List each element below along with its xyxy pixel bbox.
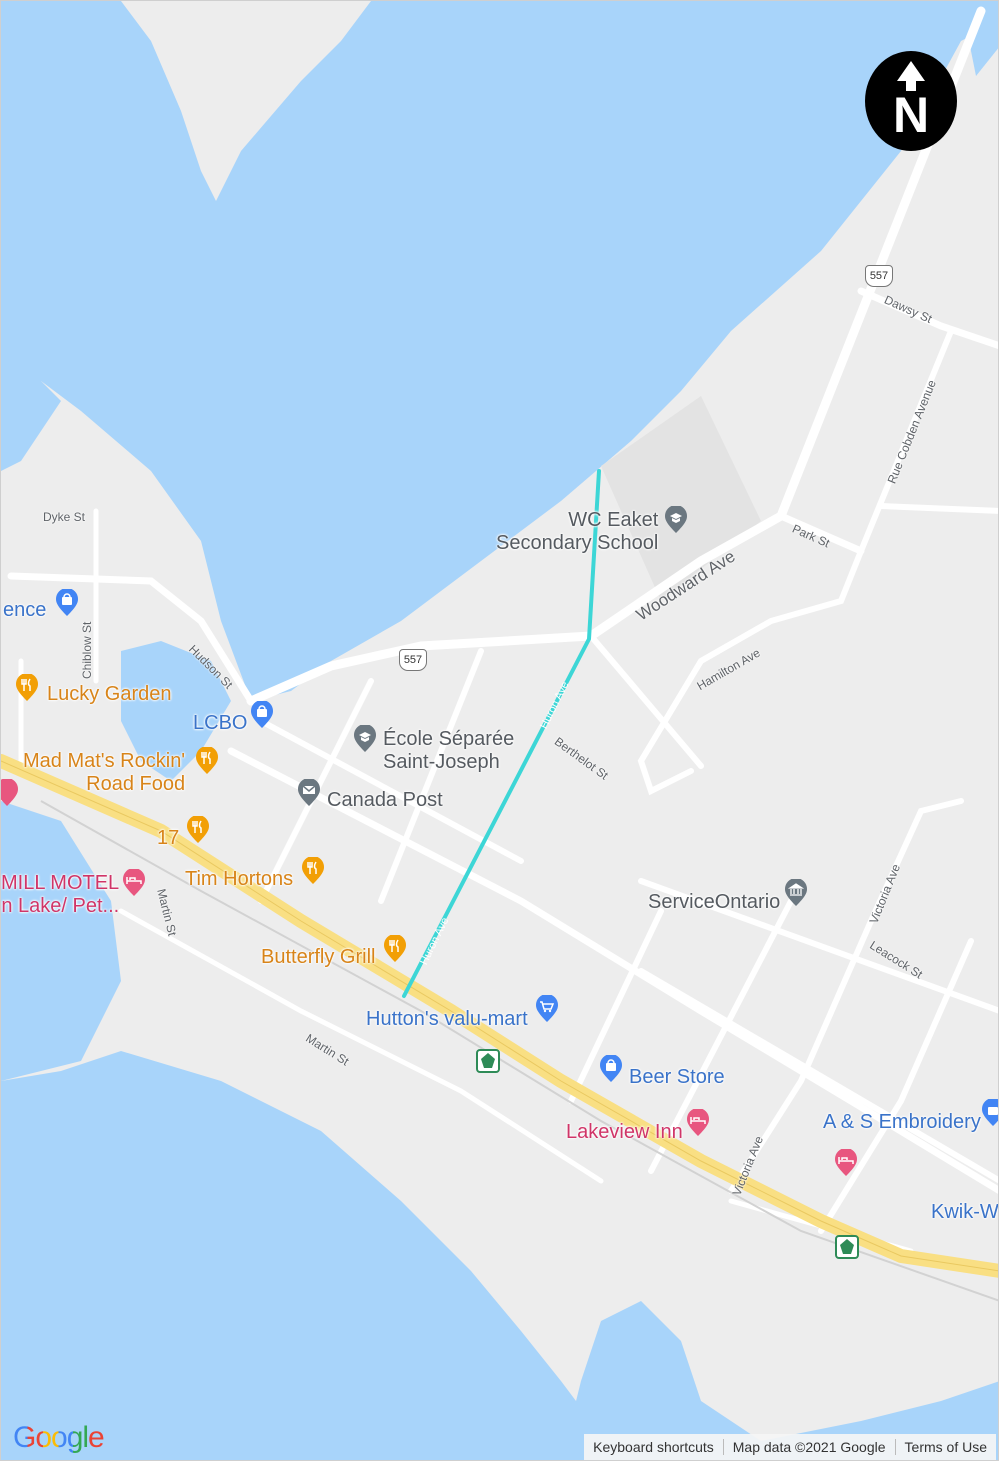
- highway-shield-557-north: 557: [865, 265, 893, 287]
- poi-service-ontario-label[interactable]: ServiceOntario: [648, 891, 781, 913]
- land-peninsula-northwest: [1, 1, 371, 201]
- route-line: [402, 469, 601, 998]
- shopping-cart-icon[interactable]: [533, 995, 561, 1023]
- compass-north: N: [865, 51, 957, 151]
- restaurant-icon[interactable]: [13, 674, 41, 702]
- poi-lcbo-label[interactable]: LCBO: [193, 712, 248, 734]
- water-channel-west: [1, 381, 61, 471]
- restaurant-icon[interactable]: [299, 857, 327, 885]
- shopping-bag-icon[interactable]: [979, 1099, 999, 1127]
- street-chiblow: Chiblow St: [80, 621, 94, 679]
- trans-canada-highway-icon: [835, 1235, 859, 1259]
- poi-embroidery-label[interactable]: A & S Embroidery: [823, 1111, 981, 1133]
- water-northeast: [961, 1, 998, 76]
- restaurant-icon[interactable]: [184, 816, 212, 844]
- hotel-bed-icon[interactable]: [120, 869, 148, 897]
- poi-kwik-label[interactable]: Kwik-W: [931, 1201, 999, 1223]
- water-bay-south: [561, 1301, 998, 1460]
- trans-canada-highway-icon: [476, 1049, 500, 1073]
- school-icon[interactable]: [351, 725, 379, 753]
- poi-butterfly-grill-label[interactable]: Butterfly Grill: [261, 946, 376, 968]
- restaurant-icon[interactable]: [381, 935, 409, 963]
- terms-of-use-link[interactable]: Terms of Use: [894, 1439, 996, 1455]
- water-inlet-west: [121, 641, 231, 781]
- hotel-bed-icon[interactable]: [684, 1109, 712, 1137]
- hotel-bed-icon[interactable]: [832, 1149, 860, 1177]
- shopping-bag-icon[interactable]: [53, 589, 81, 617]
- map-footer: Keyboard shortcuts Map data ©2021 Google…: [584, 1434, 996, 1460]
- government-building-icon[interactable]: [782, 879, 810, 907]
- poi-ecole-label[interactable]: École Séparée Saint-Joseph: [383, 728, 515, 773]
- poi-huttons-label[interactable]: Hutton's valu-mart: [366, 1008, 528, 1030]
- map-data-attribution: Map data ©2021 Google: [722, 1439, 895, 1455]
- keyboard-shortcuts-link[interactable]: Keyboard shortcuts: [593, 1439, 714, 1455]
- mail-icon[interactable]: [295, 779, 323, 807]
- poi-ence-label[interactable]: ence: [3, 599, 47, 621]
- poi-lucky-garden-label[interactable]: Lucky Garden: [47, 683, 172, 705]
- poi-canada-post-label[interactable]: Canada Post: [327, 789, 443, 811]
- poi-beer-store-label[interactable]: Beer Store: [629, 1066, 725, 1088]
- poi-tim-hortons-label[interactable]: Tim Hortons: [185, 868, 294, 890]
- google-logo-text: Google: [13, 1421, 105, 1454]
- water-lake-north: [1, 1, 998, 701]
- school-icon[interactable]: [662, 506, 690, 534]
- poi-lakeview-inn-label[interactable]: Lakeview Inn: [566, 1121, 683, 1143]
- restaurant-icon[interactable]: [193, 747, 221, 775]
- compass-letter: N: [892, 87, 930, 143]
- north-arrow-icon: [897, 61, 925, 91]
- poi-mad-mats-label[interactable]: Mad Mat's Rockin' Road Food: [23, 750, 186, 795]
- street-dyke: Dyke St: [43, 510, 86, 524]
- water-lake-south: [1, 1051, 620, 1460]
- restaurant-pin-partial-icon[interactable]: [0, 779, 21, 807]
- google-logo: Google: [13, 1421, 105, 1455]
- poi-school-label[interactable]: WC Eaket Secondary School: [496, 509, 659, 554]
- rail-line: [40, 800, 998, 1302]
- shopping-bag-icon[interactable]: [597, 1055, 625, 1083]
- poi-mill-motel-label[interactable]: MILL MOTEL n Lake/ Pet...: [1, 872, 120, 917]
- highway-17-label: 17: [157, 827, 180, 849]
- highway-shield-557-south: 557: [399, 649, 427, 671]
- shopping-bag-icon[interactable]: [248, 701, 276, 729]
- water-west-lower: [1, 801, 121, 1081]
